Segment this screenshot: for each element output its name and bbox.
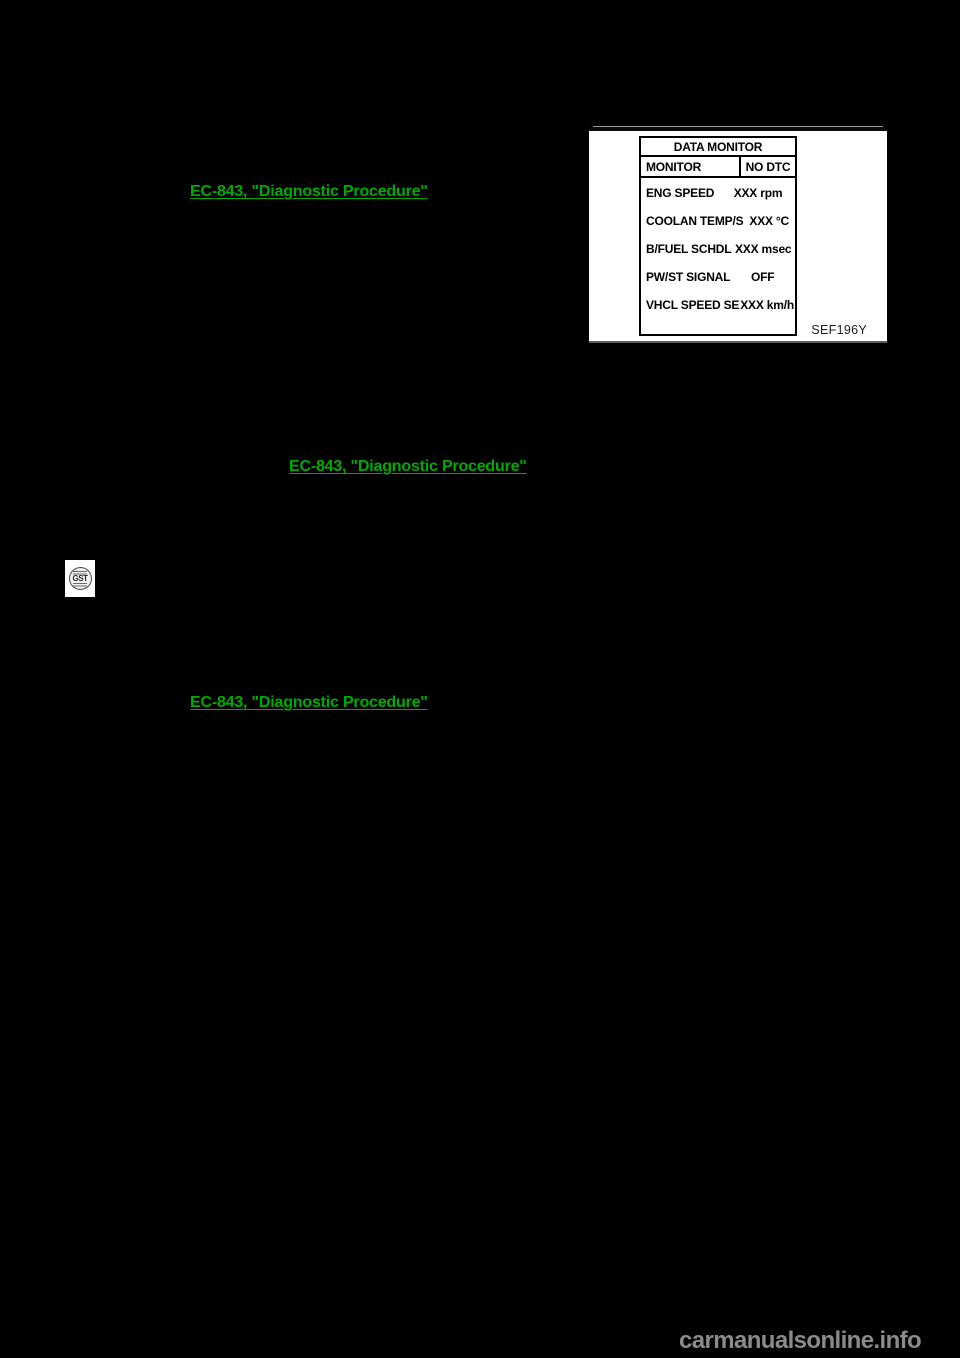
- monitor-row-label: ENG SPEED: [646, 186, 715, 200]
- data-monitor-table: DATA MONITOR MONITOR NO DTC ENG SPEED XXX…: [639, 136, 797, 336]
- monitor-column-header: MONITOR: [641, 157, 741, 176]
- link-diagnostic-procedure-2[interactable]: EC-843, "Diagnostic Procedure": [289, 458, 527, 475]
- watermark-text: carmanualsonline.info: [679, 1327, 922, 1354]
- monitor-row-value: XXX °C: [749, 214, 790, 228]
- link-diagnostic-procedure-1[interactable]: EC-843, "Diagnostic Procedure": [190, 183, 428, 200]
- monitor-row-label: B/FUEL SCHDL: [646, 242, 732, 256]
- gst-hatch-top: [73, 570, 87, 575]
- gst-circle-icon: GST: [68, 567, 92, 590]
- monitor-row-label: PW/ST SIGNAL: [646, 270, 731, 284]
- gst-hatch-bottom: [73, 582, 87, 587]
- data-monitor-header-row: MONITOR NO DTC: [641, 157, 795, 178]
- data-monitor-figure: DATA MONITOR MONITOR NO DTC ENG SPEED XXX…: [589, 127, 887, 341]
- monitor-row-value: XXX km/h: [740, 298, 794, 312]
- monitor-row-value: XXX msec: [734, 242, 792, 256]
- gst-icon-label: GST: [72, 573, 88, 583]
- monitor-row-value: XXX rpm: [733, 186, 783, 200]
- monitor-row-label: COOLAN TEMP/S: [646, 214, 744, 228]
- data-monitor-title: DATA MONITOR: [641, 138, 795, 157]
- figure-caption: SEF196Y: [811, 323, 867, 337]
- monitor-row: PW/ST SIGNAL OFF: [641, 263, 795, 291]
- link-diagnostic-procedure-3[interactable]: EC-843, "Diagnostic Procedure": [190, 694, 428, 711]
- monitor-row: ENG SPEED XXX rpm: [641, 179, 795, 207]
- monitor-row-label: VHCL SPEED SE: [646, 298, 740, 312]
- no-dtc-status: NO DTC: [745, 159, 791, 174]
- monitor-row-value: OFF: [750, 270, 775, 284]
- gst-tool-icon: GST: [65, 560, 95, 597]
- monitor-row: COOLAN TEMP/S XXX °C: [641, 207, 795, 235]
